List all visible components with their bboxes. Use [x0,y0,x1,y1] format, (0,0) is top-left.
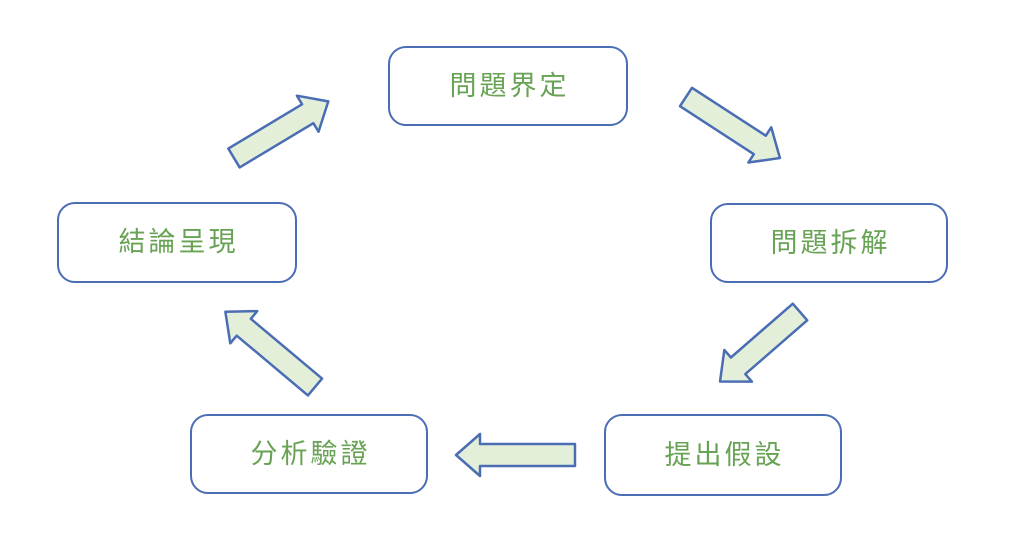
step-label-propose-hypothesis: 提出假設 [664,439,785,470]
step-box-problem-decomposition: 問題拆解 [710,203,948,283]
step-box-conclusion-presentation: 結論呈現 [57,202,297,283]
arrow-conclusion-to-definition-icon [227,94,330,169]
step-label-analysis-verification: 分析驗證 [250,438,371,469]
arrow-decomposition-to-hypothesis-icon [718,302,809,383]
arrow-hypothesis-to-analysis-icon [454,432,577,478]
step-label-problem-definition: 問題界定 [449,70,570,101]
step-label-problem-decomposition: 問題拆解 [770,227,891,258]
arrow-definition-to-decomposition-icon [678,86,782,164]
step-box-analysis-verification: 分析驗證 [190,414,428,494]
arrow-analysis-to-conclusion-icon [224,309,324,397]
step-box-propose-hypothesis: 提出假設 [604,414,842,496]
step-box-problem-definition: 問題界定 [388,46,628,126]
step-label-conclusion-presentation: 結論呈現 [118,227,239,257]
